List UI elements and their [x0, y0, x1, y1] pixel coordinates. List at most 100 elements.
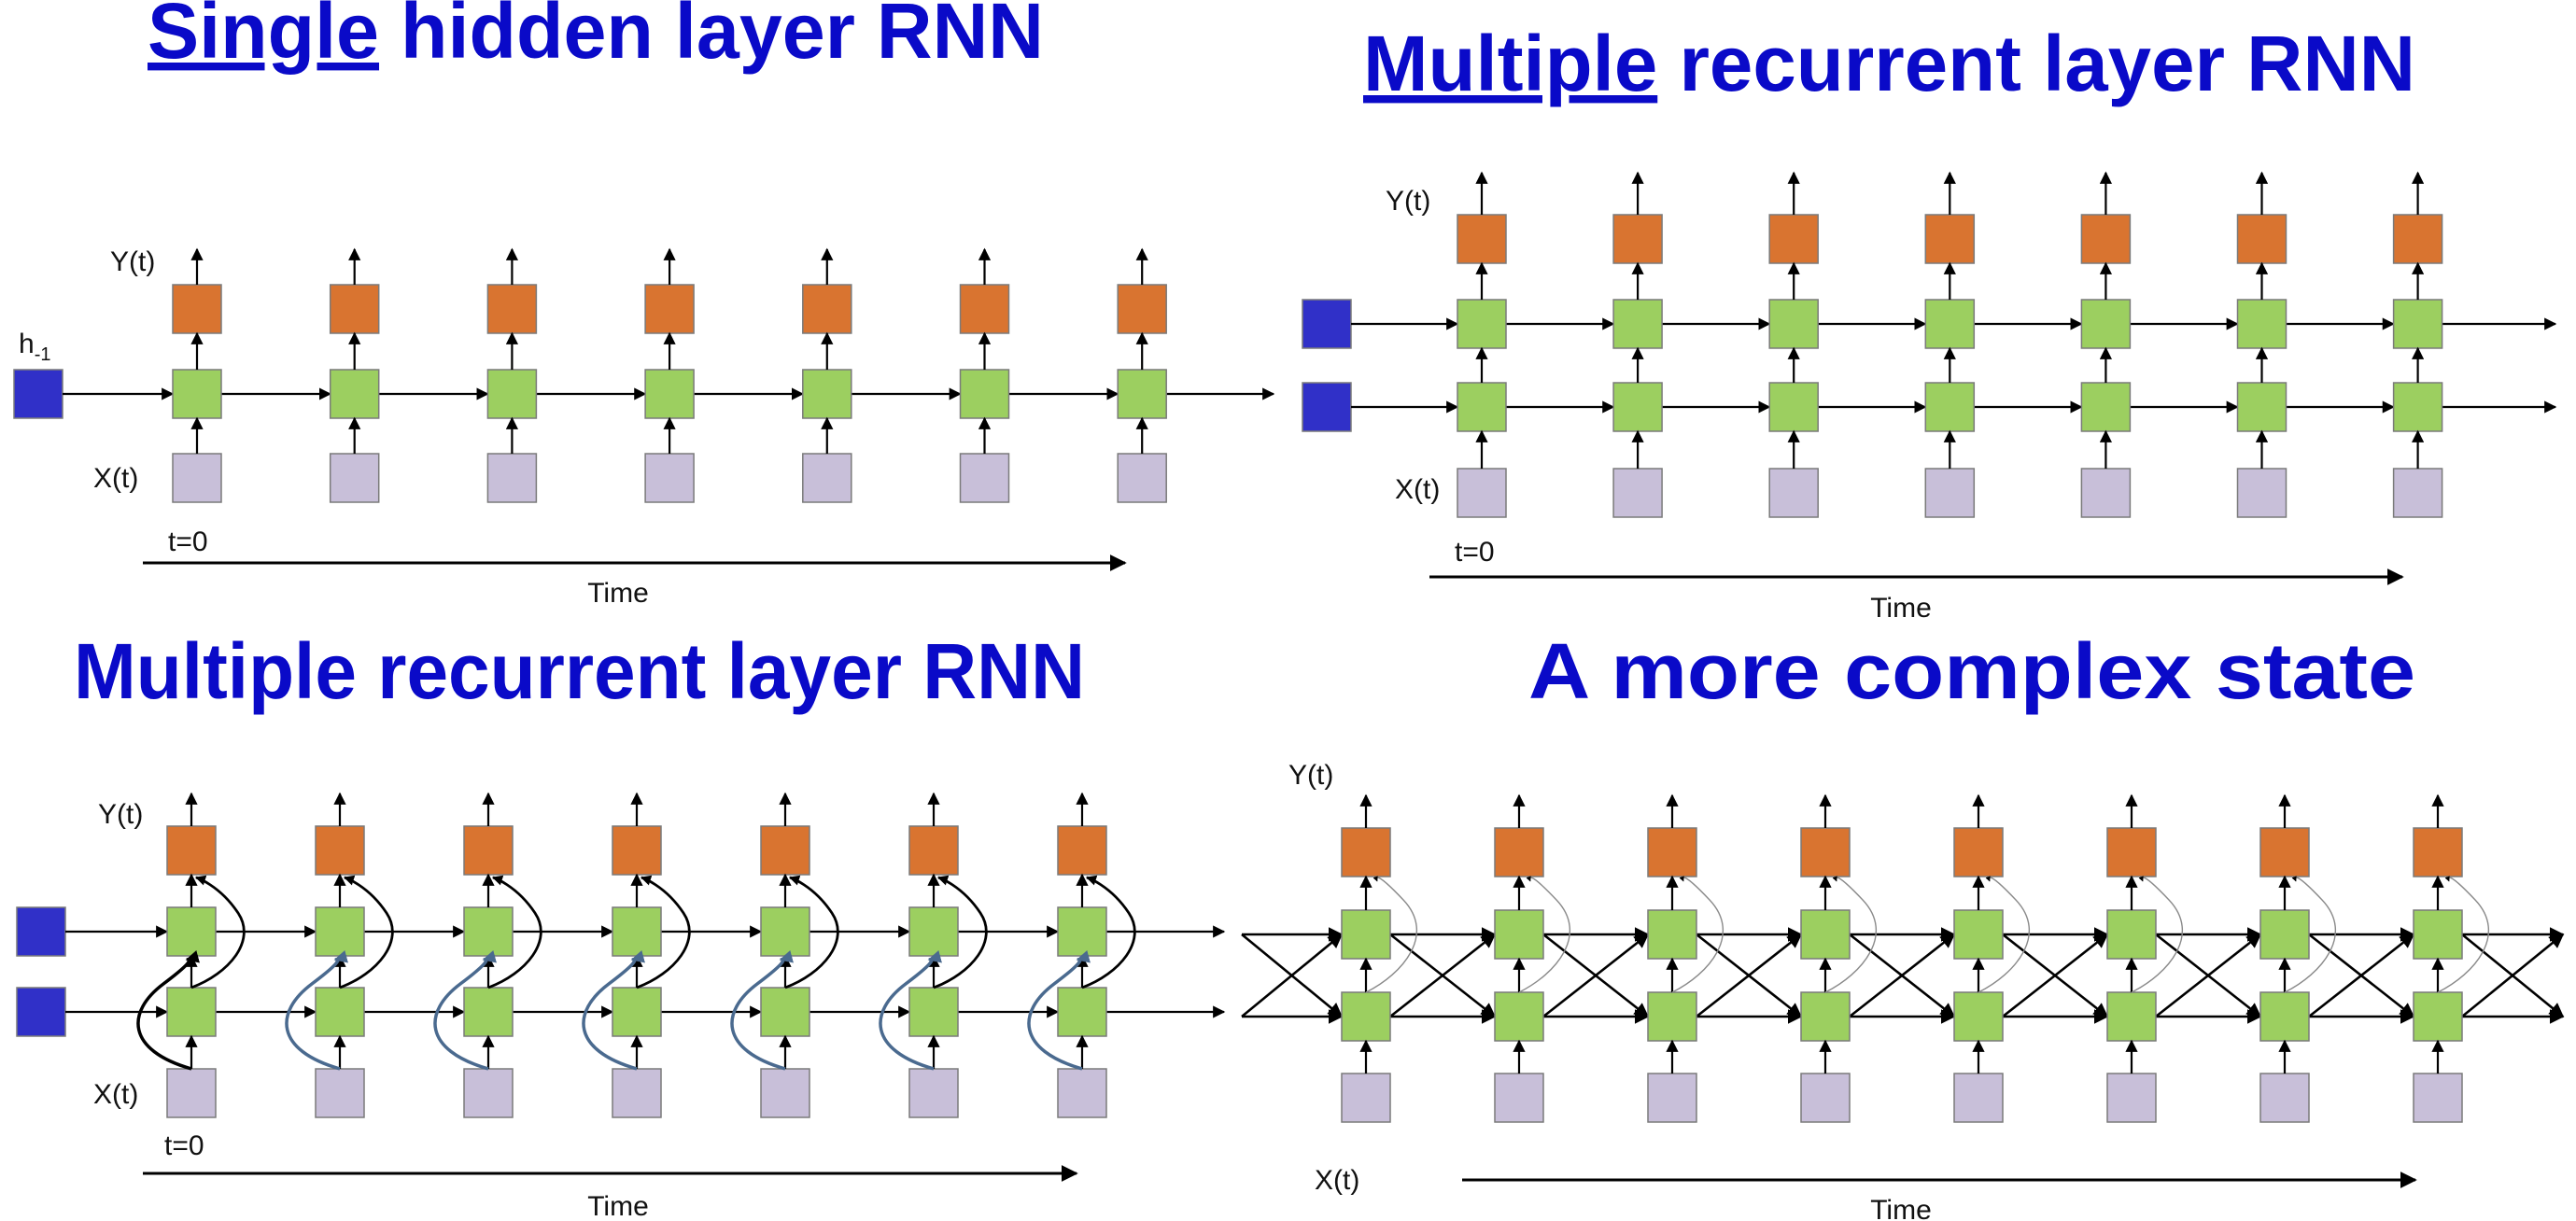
hidden-box	[2413, 909, 2463, 960]
cross-recurrent-arrow	[1849, 933, 1956, 1018]
hidden-box	[2080, 299, 2132, 349]
output-box	[1924, 214, 1976, 264]
output-box	[1457, 214, 1507, 264]
initial-state-box	[1302, 299, 1352, 349]
hidden-skip-curve	[636, 875, 691, 989]
input-skip-curve	[879, 949, 942, 1071]
cross-recurrent-arrow	[1542, 933, 1650, 1018]
hidden-box	[166, 987, 217, 1037]
hidden-box	[760, 987, 810, 1037]
hidden-box	[908, 987, 959, 1037]
input-skip-curve	[582, 949, 645, 1071]
cross-recurrent-arrow	[2461, 933, 2565, 1018]
time-label: Time	[587, 1191, 649, 1221]
output-box	[1341, 827, 1391, 877]
input-skip-curve	[730, 949, 794, 1071]
output-box	[802, 284, 852, 334]
initial-state-box	[16, 987, 66, 1037]
hidden-box	[1341, 909, 1391, 960]
input-label: X(t)	[93, 1079, 138, 1110]
hidden-box	[802, 369, 852, 419]
output-box	[1494, 827, 1544, 877]
hidden-box	[172, 369, 222, 419]
input-box	[1494, 1073, 1544, 1123]
hidden-box	[463, 987, 514, 1037]
input-box	[2259, 1073, 2310, 1123]
input-box	[1341, 1073, 1391, 1123]
thin-skip-curve	[2131, 876, 2184, 993]
output-box	[1768, 214, 1819, 264]
hidden-box	[1924, 299, 1976, 349]
input-box	[463, 1068, 514, 1118]
input-label: X(t)	[1395, 474, 1440, 505]
hidden-box	[2259, 991, 2310, 1042]
input-box	[1612, 468, 1663, 518]
input-label: X(t)	[1315, 1165, 1359, 1196]
hidden-box	[1494, 909, 1544, 960]
output-box	[2259, 827, 2310, 877]
input-box	[644, 453, 695, 503]
hidden-box	[2259, 909, 2310, 960]
input-box	[1117, 453, 1167, 503]
input-skip-curve	[433, 949, 497, 1071]
input-label: X(t)	[93, 463, 138, 494]
output-box	[760, 825, 810, 876]
hidden-box	[2413, 991, 2463, 1042]
cross-recurrent-arrow	[2002, 933, 2109, 1018]
output-box	[644, 284, 695, 334]
input-box	[959, 453, 1010, 503]
hidden-box	[1647, 909, 1697, 960]
input-box	[1768, 468, 1819, 518]
hidden-box	[1457, 299, 1507, 349]
initial-state-label: h-1	[19, 329, 50, 365]
thin-skip-curve	[1365, 876, 1418, 993]
hidden-skip-curve	[190, 875, 246, 989]
input-box	[908, 1068, 959, 1118]
input-skip-curve	[285, 949, 348, 1071]
hidden-skip-curve	[487, 875, 542, 989]
title-text: A more complex state	[1528, 627, 2415, 715]
title-rest: hidden layer RNN	[379, 0, 1044, 75]
hidden-box	[2392, 299, 2443, 349]
output-box	[1953, 827, 2004, 877]
initial-state-box	[1302, 382, 1352, 432]
thin-skip-curve	[2437, 876, 2490, 993]
hidden-box	[1612, 382, 1663, 432]
hidden-box	[2236, 299, 2287, 349]
input-box	[1800, 1073, 1851, 1123]
input-skip-curve	[136, 949, 200, 1071]
output-box	[166, 825, 217, 876]
thin-skip-curve	[1824, 876, 1878, 993]
output-box	[1800, 827, 1851, 877]
output-box	[172, 284, 222, 334]
hidden-box	[2106, 991, 2157, 1042]
output-box	[908, 825, 959, 876]
t0-label: t=0	[1455, 537, 1495, 568]
title-complex-state: A more complex state	[1528, 627, 2415, 715]
hidden-box	[612, 906, 662, 957]
input-box	[172, 453, 222, 503]
input-box	[2392, 468, 2443, 518]
output-label: Y(t)	[110, 246, 155, 277]
output-box	[1647, 827, 1697, 877]
hidden-skip-curve	[784, 875, 839, 989]
time-label: Time	[1870, 593, 1932, 624]
input-box	[760, 1068, 810, 1118]
hidden-box	[760, 906, 810, 957]
input-box	[1647, 1073, 1697, 1123]
input-box	[2236, 468, 2287, 518]
hidden-box	[1647, 991, 1697, 1042]
output-box	[1117, 284, 1167, 334]
title-emphasis: Single	[148, 0, 379, 75]
input-skip-curve	[1027, 949, 1091, 1071]
hidden-box	[1057, 987, 1107, 1037]
t0-label: t=0	[164, 1130, 204, 1161]
title-multiple-recurrent-layer-top: Multiple recurrent layer RNN	[1363, 20, 2415, 107]
hidden-box	[2392, 382, 2443, 432]
hidden-box	[166, 906, 217, 957]
hidden-box	[1953, 991, 2004, 1042]
hidden-box	[315, 906, 365, 957]
thin-skip-curve	[1978, 876, 2031, 993]
hidden-box	[1494, 991, 1544, 1042]
input-box	[612, 1068, 662, 1118]
